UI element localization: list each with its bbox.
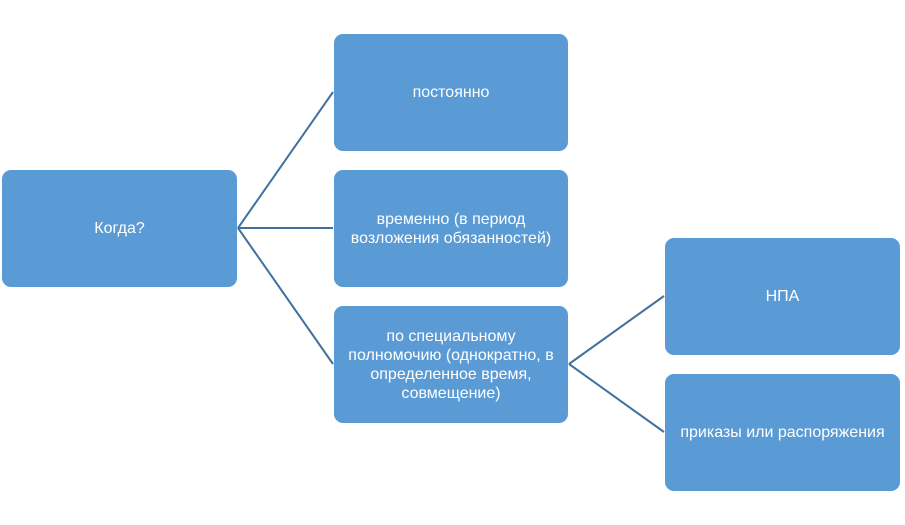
node-orders-label: приказы или распоряжения xyxy=(680,424,885,441)
node-special-authority-label: по специальному полномочию (однократно, … xyxy=(348,327,554,402)
node-when: Когда? xyxy=(2,170,237,287)
node-constantly-label: постоянно xyxy=(412,84,490,101)
node-constantly: постоянно xyxy=(334,34,568,151)
node-npa: НПА xyxy=(665,238,900,355)
node-special-authority: по специальному полномочию (однократно, … xyxy=(334,306,568,423)
node-npa-label: НПА xyxy=(765,288,800,305)
node-when-label: Когда? xyxy=(94,220,145,237)
node-temporarily: временно (в период возложения обязанност… xyxy=(334,170,568,287)
node-orders: приказы или распоряжения xyxy=(665,374,900,491)
connector-root-to-constant xyxy=(237,91,334,229)
connector-special-to-orders xyxy=(568,363,665,433)
connector-root-to-special xyxy=(237,227,334,365)
connector-special-to-npa xyxy=(568,295,665,365)
node-temporarily-label: временно (в период возложения обязанност… xyxy=(350,210,552,247)
